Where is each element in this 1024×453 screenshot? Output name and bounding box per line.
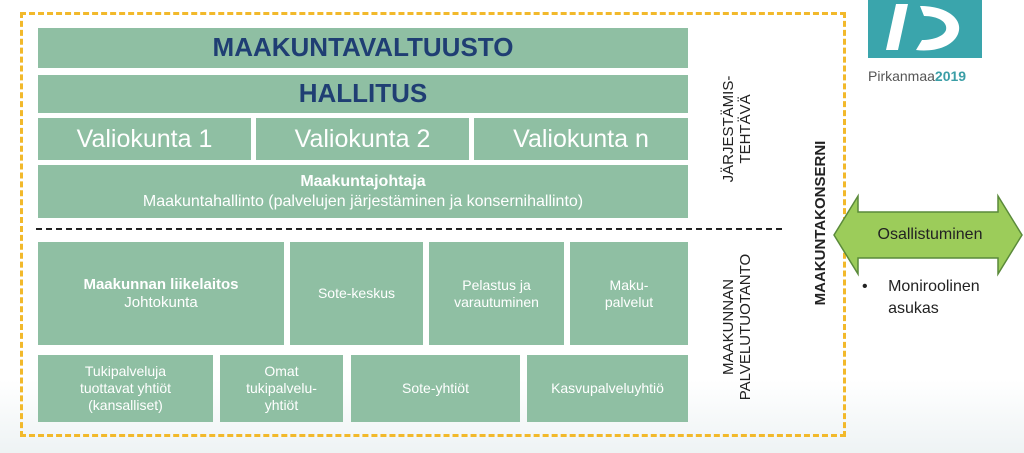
konserni-label: MAAKUNTAKONSERNI (812, 138, 832, 308)
pirkanmaa-logo-icon (868, 0, 982, 58)
production-side-line2: PALVELUTUOTANTO (737, 253, 754, 401)
bullet-line1: Moniroolinen (888, 278, 980, 295)
logo-year: 2019 (934, 68, 967, 84)
council-box: MAAKUNTAVALTUUSTO (38, 28, 688, 68)
growth-company-box: Kasvupalveluyhtiö (527, 355, 688, 422)
committee-box-2: Valiokunta 2 (256, 118, 469, 160)
committee-label: Valiokunta 1 (76, 125, 213, 153)
governance-side-line1: JÄRJESTÄMIS- (720, 75, 737, 183)
support-companies-box: Tukipalveluja tuottavat yhtiöt (kansalli… (38, 355, 213, 422)
board-box: HALLITUS (38, 75, 688, 113)
maku-box: Maku- palvelut (570, 242, 688, 345)
governance-side-label: JÄRJESTÄMIS- TEHTÄVÄ (720, 59, 756, 199)
production-side-label: MAAKUNNAN PALVELUTUOTANTO (720, 252, 756, 402)
committee-box-n: Valiokunta n (474, 118, 688, 160)
director-box: Maakuntajohtaja Maakuntahallinto (palvel… (38, 165, 688, 218)
director-title: Maakuntajohtaja (300, 173, 426, 191)
resident-bullet: • Moniroolinen asukas (862, 276, 980, 320)
rescue-box: Pelastus ja varautuminen (429, 242, 564, 345)
own-support-box: Omat tukipalvelu- yhtiöt (220, 355, 343, 422)
production-side-line1: MAAKUNNAN (720, 279, 737, 375)
sote-companies-label: Sote-yhtiöt (402, 380, 469, 397)
bullet-line2: asukas (888, 300, 939, 317)
participation-arrow-icon (833, 193, 1023, 277)
sote-center-box: Sote-keskus (290, 242, 423, 345)
committee-label: Valiokunta 2 (294, 125, 431, 153)
enterprise-sub: Johtokunta (124, 293, 198, 311)
director-desc: Maakuntahallinto (palvelujen järjestämin… (142, 192, 584, 210)
own-label-line3: yhtiöt (264, 396, 299, 413)
bullet-dot: • (862, 278, 868, 295)
rescue-label-line1: Pelastus ja (462, 276, 531, 293)
enterprise-title: Maakunnan liikelaitos (83, 275, 239, 293)
support-label-line3: (kansalliset) (88, 396, 163, 413)
council-label: MAAKUNTAVALTUUSTO (212, 32, 514, 63)
logo-text: Pirkanmaa2019 (868, 68, 966, 84)
participation-label: Osallistuminen (877, 226, 983, 243)
committee-label: Valiokunta n (513, 125, 649, 153)
maku-label-line1: Maku- (609, 276, 649, 293)
maku-label-line2: palvelut (604, 293, 654, 310)
governance-side-line2: TEHTÄVÄ (737, 94, 754, 164)
board-label: HALLITUS (298, 78, 428, 109)
sote-companies-box: Sote-yhtiöt (351, 355, 520, 422)
sote-center-label: Sote-keskus (317, 285, 396, 302)
support-label-line1: Tukipalveluja (84, 363, 167, 380)
own-label-line1: Omat (264, 363, 299, 380)
konserni-text: MAAKUNTAKONSERNI (812, 140, 829, 306)
logo-name: Pirkanmaa (868, 68, 935, 84)
section-divider (36, 228, 782, 230)
rescue-label-line2: varautuminen (454, 293, 539, 310)
enterprise-box: Maakunnan liikelaitos Johtokunta (38, 242, 284, 345)
growth-company-label: Kasvupalveluyhtiö (551, 380, 664, 397)
support-label-line2: tuottavat yhtiöt (79, 380, 172, 397)
own-label-line2: tukipalvelu- (246, 380, 317, 397)
committee-box-1: Valiokunta 1 (38, 118, 251, 160)
